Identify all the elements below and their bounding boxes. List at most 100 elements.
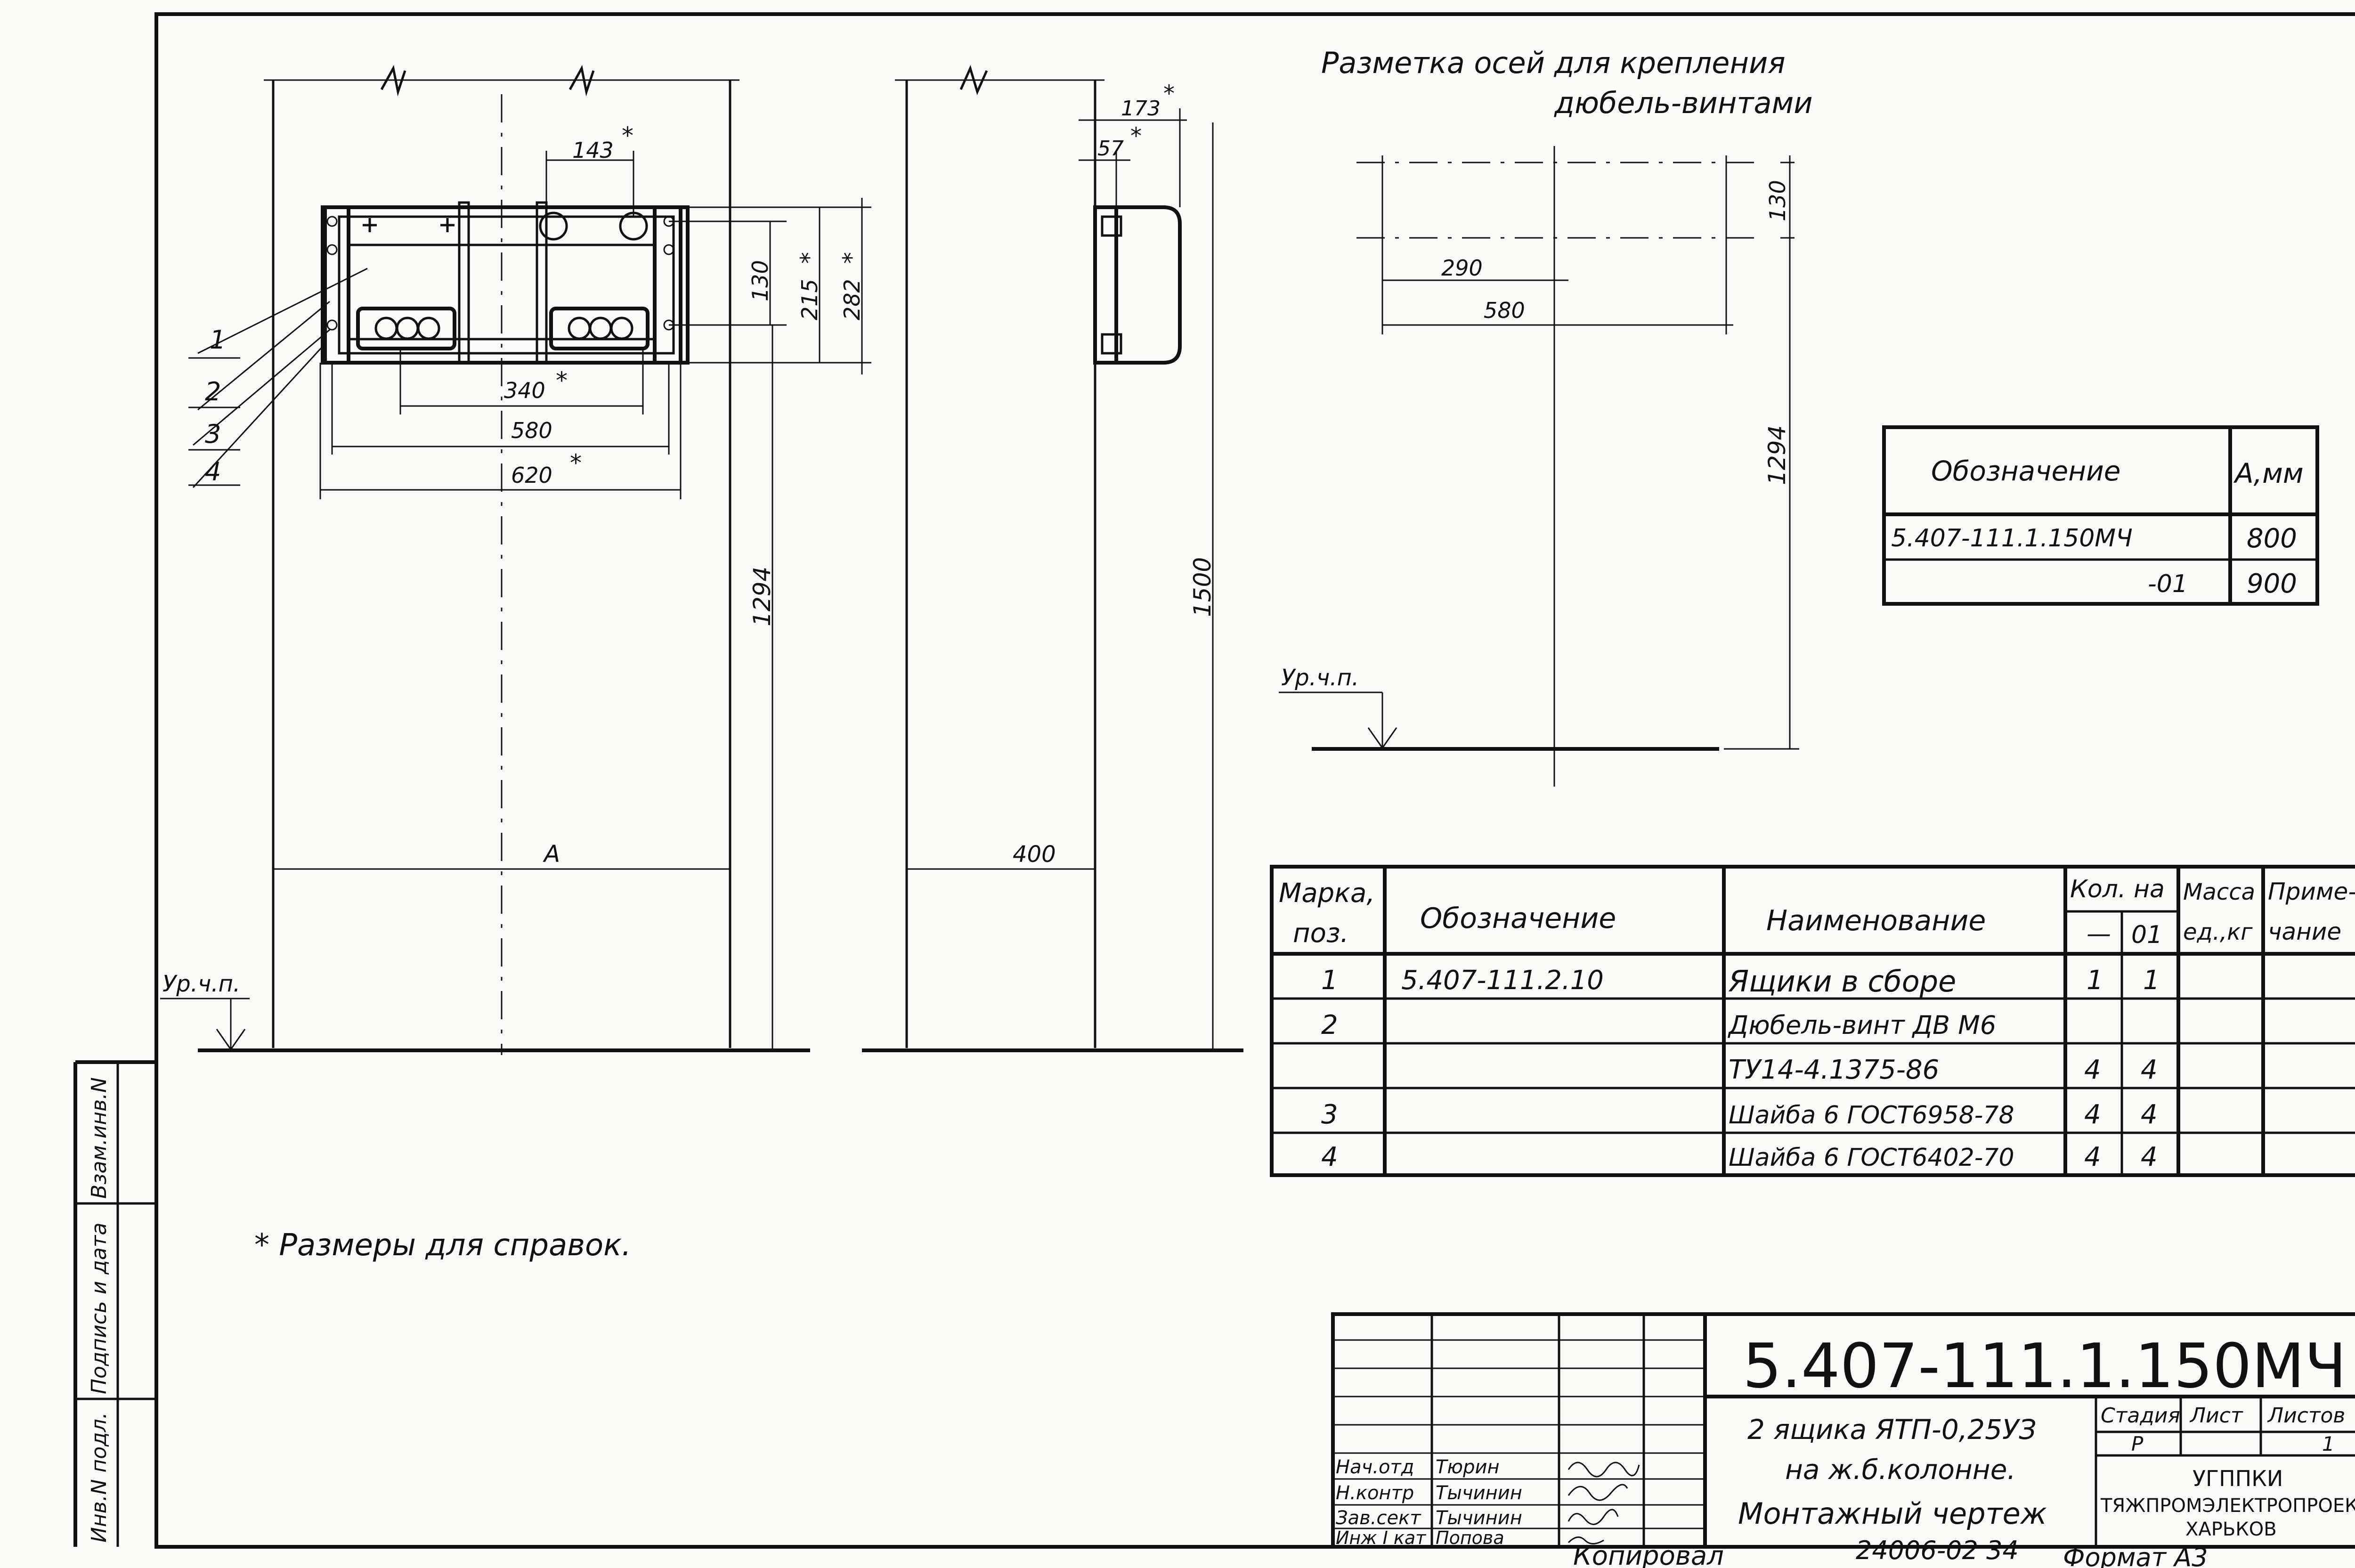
axes-dim-130: 130 [1765,180,1790,221]
title-name-2: Тычинин [1436,1482,1522,1504]
dim-130-front: 130 [747,260,773,301]
title-name-3: Тычинин [1436,1507,1522,1529]
title-role-3: Зав.сект [1336,1507,1421,1529]
dim-340-star: * [556,367,568,394]
spec-header-note-1: Приме- [2268,878,2355,905]
spec-row2-mark: 2 [1321,1010,1338,1040]
spec-header-name: Наименование [1766,904,1986,937]
spec-row: 4 Шайба 6 ГОСТ6402-70 4 4 [1321,1142,2158,1172]
variants-table: Обозначение А,мм 5.407-111.1.150МЧ 800 -… [1882,425,2319,606]
dim-215-star: * [796,252,823,264]
callout-2: 2 [205,377,221,406]
title-sheet-header: Лист [2189,1404,2243,1428]
signature-1 [1567,1462,1640,1478]
callout-1: 1 [210,325,226,355]
callout-4: 4 [205,457,221,487]
variants-row1-a: 800 [2247,523,2297,554]
spec-row3-q1: 4 [2084,1055,2101,1085]
side-stamp-cell3: Инв.N подл. [87,1412,111,1543]
spec-row1-designation: 5.407-111.2.10 [1401,965,1604,996]
front-view: Ур.ч.п. A [160,65,871,1055]
dim-620: 620 [511,463,552,488]
dim-A: A [543,840,560,868]
axes-dim-1294: 1294 [1763,425,1791,485]
spec-header-mark-2: поз. [1293,918,1348,949]
title-name-1: Тюрин [1436,1456,1500,1478]
spec-header-mark-1: Марка, [1279,878,1375,909]
axes-dim-580: 580 [1484,298,1525,323]
spec-row5-name: Шайба 6 ГОСТ6402-70 [1729,1144,2014,1172]
front-level-label: Ур.ч.п. [162,971,240,997]
spec-row: 1 5.407-111.2.10 Ящики в сборе 1 1 [1321,964,2160,999]
spec-header-designation: Обозначение [1420,902,1616,935]
spec-row4-name: Шайба 6 ГОСТ6958-78 [1729,1101,2014,1129]
title-description-2: на ж.б.колонне. [1785,1454,2016,1486]
side-stamp-cell1: Взам.инв.N [87,1077,111,1199]
title-role-4: Инж I кат [1336,1527,1427,1548]
title-description-1: 2 ящика ЯТП-0,25УЗ [1747,1414,2037,1446]
variants-row2-a: 900 [2247,569,2297,599]
dim-580: 580 [511,418,552,443]
side-view: 400 1500 173 * 57 * [862,65,1243,1052]
title-name-4: Попова [1436,1527,1504,1548]
spec-row: 2 Дюбель-винт ДВ М6 [1321,1010,1996,1040]
dim-143: 143 [572,138,614,163]
spec-row5-q1: 4 [2084,1142,2101,1172]
axes-dim-290: 290 [1441,255,1483,281]
spec-row: ТУ14-4.1375-86 4 4 [1729,1055,2158,1085]
spec-row: 3 Шайба 6 ГОСТ6958-78 4 4 [1321,1099,2158,1130]
variants-header-a: А,мм [2233,457,2304,489]
dim-173-star: * [1163,81,1175,107]
axes-level-label: Ур.ч.п. [1281,665,1359,691]
spec-row1-name: Ящики в сборе [1728,964,1956,999]
title-block: Нач.отд Тюрин Н.контр Тычинин Зав.сект Т… [1331,1312,2355,1549]
axes-title-line1: Разметка осей для крепления [1321,46,1786,80]
variants-row1-designation: 5.407-111.1.150МЧ [1891,524,2133,552]
dim-57: 57 [1097,137,1124,161]
signature-3 [1567,1509,1619,1525]
spec-header-note-2: чание [2268,918,2341,945]
junction-boxes [321,201,690,365]
dim-282-star: * [838,252,865,264]
spec-row1-q1: 1 [2087,965,2103,996]
title-role-2: Н.контр [1336,1482,1414,1504]
title-org-3: ХАРЬКОВ [2185,1519,2277,1540]
title-stage: Р [2131,1432,2144,1455]
variants-header-designation: Обозначение [1931,455,2120,487]
signature-2 [1567,1484,1628,1501]
spec-header-qty-b: 01 [2131,921,2162,949]
dim-1500: 1500 [1189,557,1216,617]
title-sheets: 1 [2322,1432,2335,1455]
dim-57-star: * [1130,123,1142,149]
title-sheets-header: Листов [2267,1404,2345,1428]
footer-number: 24006-02 34 [1856,1536,2019,1565]
title-org-1: УГППКИ [2193,1466,2283,1491]
dim-215: 215 [797,279,822,320]
title-org-2: ТЯЖПРОМЭЛЕКТРОПРОЕКТ [2100,1495,2355,1517]
side-stamp-cell2: Подпись и дата [87,1223,111,1394]
spec-header-qty-a: — [2087,920,2111,948]
title-code: 5.407-111.1.150МЧ [1743,1330,2347,1402]
axes-title-line2: дюбель-винтами [1554,86,1813,120]
drawing-frame: Взам.инв.N Подпись и дата Инв.N подл. [73,12,2355,1549]
title-stage-header: Стадия [2101,1404,2180,1428]
dim-400: 400 [1013,841,1056,868]
axes-markup-view: Разметка осей для крепления дюбель-винта… [1279,46,1813,787]
spec-row5-mark: 4 [1321,1142,1338,1172]
spec-header-mass-2: ед.,кг [2183,919,2253,945]
dim-173: 173 [1121,97,1161,121]
callout-3: 3 [205,419,221,449]
spec-row1-q2: 1 [2143,965,2160,996]
dim-340: 340 [504,378,545,403]
reference-note: * Размеры для справок. [254,1228,631,1263]
spec-row4-mark: 3 [1321,1099,1338,1130]
title-role-1: Нач.отд [1336,1456,1414,1478]
variants-row2-designation: -01 [2148,570,2188,598]
dim-620-star: * [570,449,582,477]
spec-row3-name: ТУ14-4.1375-86 [1729,1055,1939,1085]
dim-282: 282 [839,279,865,320]
spec-row4-q1: 4 [2084,1099,2101,1130]
spec-row4-q2: 4 [2141,1099,2158,1130]
footer-format: Формат А3 [2063,1543,2208,1568]
